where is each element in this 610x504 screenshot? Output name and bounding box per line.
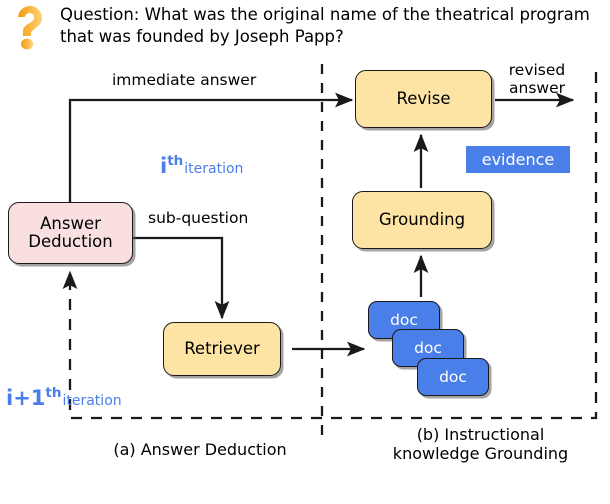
i1th-superscript: th [45,385,62,401]
edge-immediate-answer [68,92,354,202]
label-revised-answer: revised answer [497,61,577,98]
ith-base: i [160,154,168,178]
grounding-label: Grounding [378,209,466,229]
answer-deduction-line-2: Deduction [28,232,113,251]
caption-b-line-1: (b) Instructional [416,425,545,444]
evidence-badge[interactable]: evidence [466,146,570,173]
retriever-label: Retriever [184,338,260,358]
answer-deduction-line-1: Answer [40,213,101,233]
doc-label: doc [439,368,467,386]
caption-b-line-2: knowledge Grounding [392,444,569,464]
question-line-2: that was founded by Joseph Papp? [60,26,344,46]
label-i-plus-1th-iteration: i+1thiteration [6,385,122,410]
evidence-label: evidence [481,150,555,169]
label-ith-iteration: ithiteration [160,153,243,178]
ith-superscript: th [167,153,184,169]
doc-box[interactable]: doc [417,358,489,396]
doc-label: doc [390,311,418,329]
ith-subtext: iteration [184,161,244,177]
i1th-base: i+1 [6,386,46,410]
label-immediate-answer: immediate answer [112,71,257,89]
question-header: Question: What was the original name of … [60,4,608,48]
label-sub-question: sub-question [148,209,249,227]
question-mark-icon [18,5,43,50]
node-grounding[interactable]: Grounding [352,191,492,249]
edge-feedback-loop [62,72,598,420]
revised-answer-line-2: answer [509,78,565,97]
node-retriever[interactable]: Retriever [163,322,281,376]
doc-label: doc [414,339,442,357]
question-line-1: Question: What was the original name of … [60,5,590,24]
revised-answer-line-1: revised [508,61,566,79]
revise-label: Revise [396,88,451,108]
edge-sub-question [133,236,230,320]
i1th-subtext: iteration [62,393,122,409]
caption-answer-deduction: (a) Answer Deduction [113,440,287,459]
caption-instructional-knowledge-grounding: (b) Instructional knowledge Grounding [368,425,593,463]
node-revise[interactable]: Revise [355,70,492,128]
node-answer-deduction[interactable]: Answer Deduction [8,202,133,264]
